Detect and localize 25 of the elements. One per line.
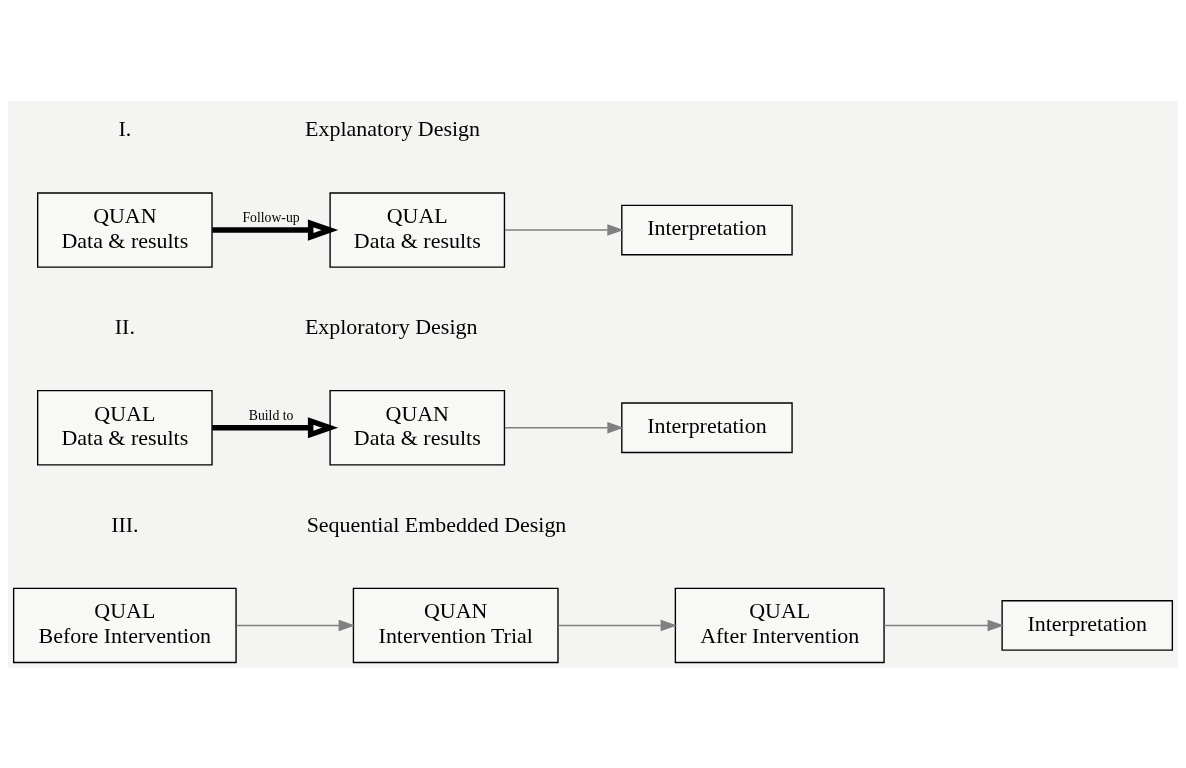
node-box: QUAN Data & results (37, 191, 213, 268)
node-box: QUAL Data & results (37, 389, 213, 465)
label: I. (118, 115, 132, 141)
edge-label: Build to (248, 407, 294, 423)
label: II. (114, 313, 135, 339)
node-box: QUAN Intervention Trial (352, 587, 559, 663)
node-box: QUAL Data & results (329, 191, 506, 268)
node-box: Interpretation (621, 401, 793, 453)
label: Exploratory Design (304, 313, 478, 339)
arrow (235, 619, 356, 631)
arrow (504, 421, 624, 433)
arrow (883, 619, 1005, 631)
arrow (504, 223, 624, 236)
node-box: QUAN Data & results (329, 389, 506, 465)
arrow (212, 416, 339, 438)
arrow (557, 619, 678, 631)
edge-label: Follow-up (242, 209, 300, 225)
label: Sequential Embedded Design (306, 511, 567, 537)
node-box: Interpretation (1001, 599, 1174, 651)
node-box: QUAL After Intervention (674, 587, 885, 663)
label: Explanatory Design (305, 115, 481, 141)
node-box: QUAL Before Intervention (12, 587, 237, 663)
node-box: Interpretation (621, 204, 793, 255)
arrow (212, 218, 339, 241)
label: III. (111, 511, 139, 537)
